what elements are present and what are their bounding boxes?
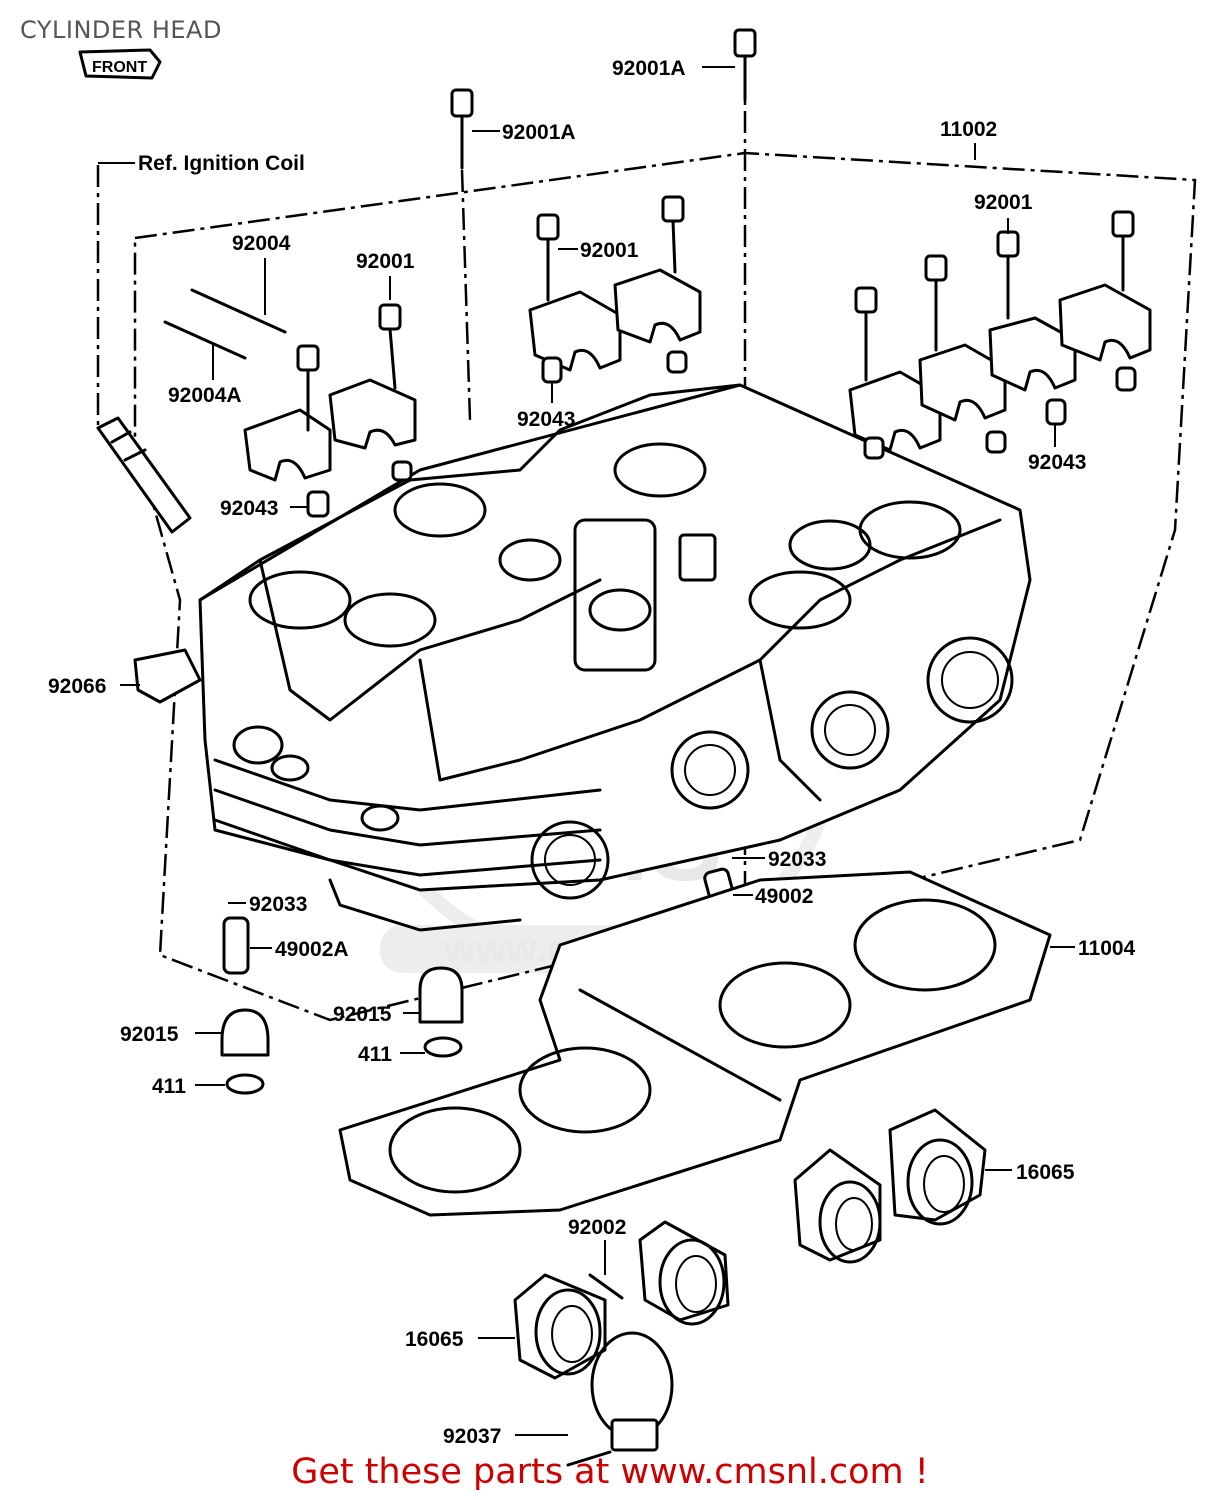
cam-cap-2	[328, 378, 417, 450]
cam-cap-5	[848, 370, 942, 452]
callout-92033-right: 92033	[768, 848, 826, 871]
callout-92015-mid: 92015	[333, 1003, 392, 1026]
reference-note: Ref. Ignition Coil	[138, 152, 305, 175]
callout-92001-b: 92001	[580, 239, 639, 262]
callout-92002: 92002	[568, 1216, 626, 1239]
callout-49002A: 49002A	[275, 938, 349, 961]
cta-banner: Get these parts at www.cmsnl.com !	[0, 1452, 1220, 1492]
cylinder-head	[198, 383, 1032, 932]
bolt-b	[378, 303, 402, 390]
bolt-92001A-top	[733, 28, 757, 102]
cam-cap-7	[988, 316, 1077, 392]
bolt-d	[661, 195, 685, 274]
callout-49002: 49002	[755, 885, 813, 908]
intake-holder-2	[793, 1148, 882, 1264]
callout-92033-left: 92033	[249, 893, 307, 916]
callout-92004: 92004	[232, 232, 291, 255]
bolt-h	[1111, 210, 1135, 292]
callout-92043-c: 92043	[220, 497, 278, 520]
callout-92066: 92066	[48, 675, 106, 698]
head-gasket	[338, 870, 1052, 1217]
spark-plug-icon	[96, 416, 192, 534]
cam-cap-1	[243, 408, 332, 482]
leader-lines	[120, 66, 1075, 1436]
cam-cap-8	[1058, 283, 1152, 362]
bolt-g	[996, 230, 1020, 320]
clamp-92037	[566, 1331, 674, 1467]
callout-92015-left: 92015	[120, 1023, 179, 1046]
bracket-92066	[133, 648, 202, 704]
studs	[163, 288, 287, 360]
callout-16065-right: 16065	[1016, 1161, 1075, 1184]
cam-cap-4	[613, 268, 702, 344]
bolt-a	[296, 344, 320, 432]
callout-92001A-top: 92001A	[612, 57, 686, 80]
callout-92043-b: 92043	[1028, 451, 1086, 474]
callout-92037: 92037	[443, 1425, 501, 1448]
callout-92001-a: 92001	[356, 250, 415, 273]
callout-11004: 11004	[1078, 937, 1136, 960]
dowel-pins	[306, 350, 1137, 518]
cam-cap-6	[918, 343, 1007, 422]
callout-11002: 11002	[940, 118, 997, 141]
callout-92001A-left: 92001A	[502, 121, 576, 144]
screw-92002	[588, 1273, 624, 1300]
callout-411-mid: 411	[358, 1043, 392, 1066]
intake-holders	[513, 1108, 987, 1467]
intake-holder-4	[513, 1273, 607, 1380]
callout-92001-c: 92001	[974, 191, 1033, 214]
bolt-e	[854, 286, 878, 382]
camshaft-caps	[243, 268, 1152, 482]
front-arrow-label: FRONT	[92, 59, 147, 76]
callout-92004A: 92004A	[168, 384, 242, 407]
page-title: CYLINDER HEAD	[20, 16, 222, 44]
intake-holder-1	[888, 1108, 987, 1226]
front-arrow-icon: FRONT	[78, 48, 162, 80]
callout-labels: 92001A 92001A 11002 92004 92004A 92001 9…	[48, 57, 1136, 1448]
bolt-c	[536, 213, 560, 302]
cta-link[interactable]: Get these parts at www.cmsnl.com !	[291, 1452, 929, 1492]
cam-cap-3	[528, 290, 622, 372]
intake-holder-3	[638, 1220, 730, 1326]
callout-16065-left: 16065	[405, 1328, 464, 1351]
callout-92043-a: 92043	[517, 408, 575, 431]
callout-411-left: 411	[152, 1075, 186, 1098]
bolt-f	[924, 254, 948, 352]
cap-bolts	[296, 28, 1135, 432]
bolt-92001A-left	[450, 88, 474, 170]
